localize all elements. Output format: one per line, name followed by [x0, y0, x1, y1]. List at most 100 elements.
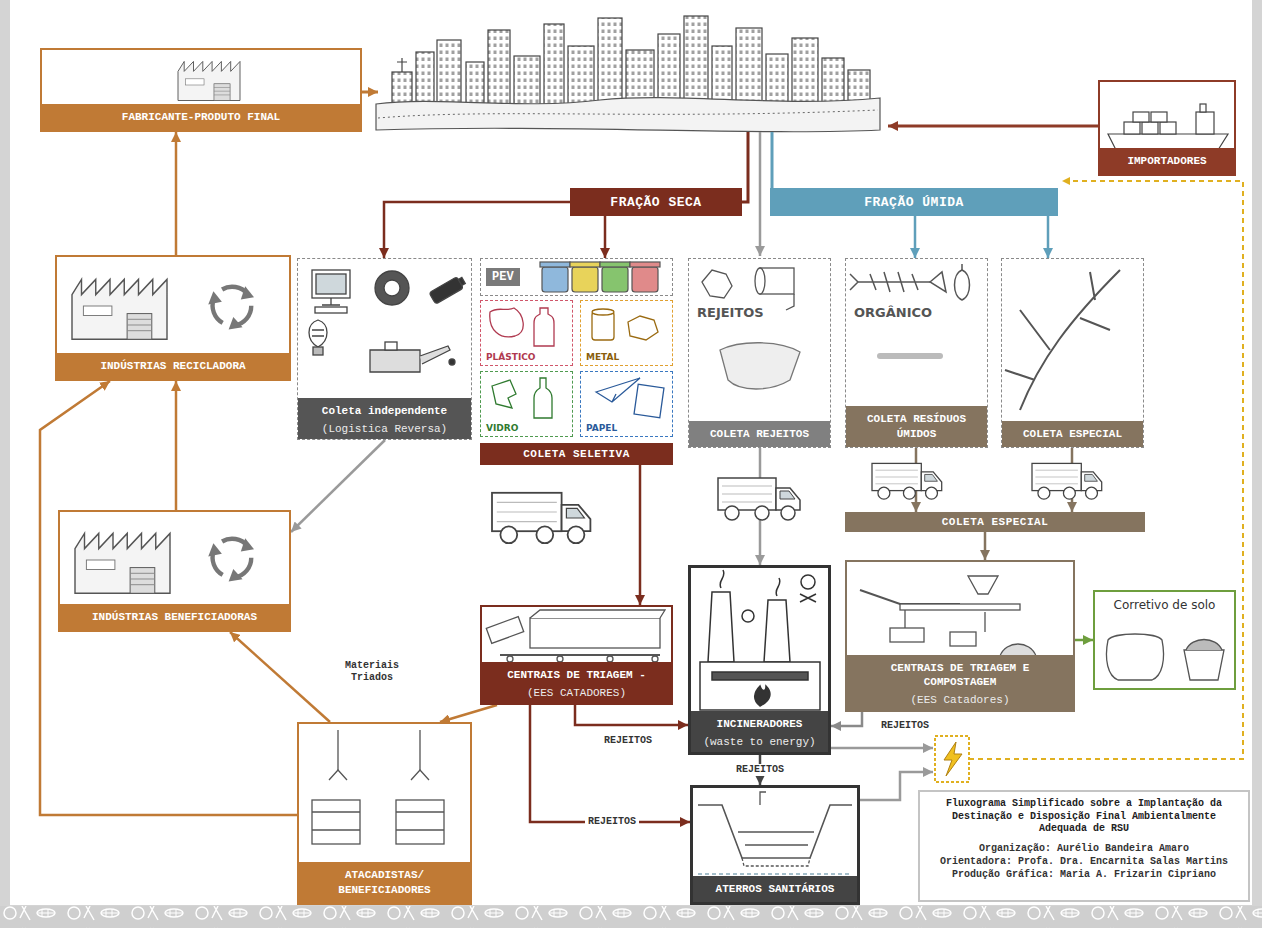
- band-label: FRAÇÃO SECA: [604, 193, 707, 212]
- soil-product-box: Corretivo de solo: [1093, 590, 1236, 690]
- flow-arrow: [440, 705, 497, 722]
- drop-off-box: PEV: [480, 258, 673, 296]
- tag-label: PEV: [486, 268, 520, 286]
- box-subtitle: (Logistica Reversa): [301, 422, 468, 436]
- composting-center-box: CENTRAIS DE TRIAGEM E COMPOSTAGEM(EES Ca…: [845, 560, 1075, 712]
- label-bar: COLETA ESPECIAL: [1002, 421, 1143, 447]
- incinerator-plant: [801, 575, 815, 589]
- organic-sketch: [930, 272, 946, 292]
- material-sketch: [534, 308, 554, 346]
- box-title: Coleta independente: [301, 401, 468, 421]
- importer-box: IMPORTADORES: [1098, 80, 1236, 176]
- box-title: ATERROS SANITÁRIOS: [696, 879, 854, 899]
- label-bar: INDÚSTRIAS BENEFICIADORAS: [60, 604, 289, 630]
- box-title: CENTRAIS DE TRIAGEM E COMPOSTAGEM: [850, 658, 1070, 693]
- processing-industry-box: INDÚSTRIAS BENEFICIADORAS: [58, 510, 291, 632]
- box-title: INDÚSTRIAS RECICLADORA: [60, 356, 286, 376]
- material-sketch: [492, 380, 516, 408]
- flow-arrow: [575, 705, 688, 725]
- flow-arrow: [230, 632, 330, 722]
- material-box: VIDRO: [480, 371, 573, 437]
- city-skyline: [568, 46, 594, 106]
- sorting-plant: [652, 656, 658, 662]
- material-sketch: [490, 308, 664, 418]
- recycling-bins: [540, 262, 570, 267]
- flow-label: REJEITOS: [585, 816, 639, 828]
- compost-plant: [900, 604, 1020, 610]
- flow-label: Materiais Triados: [329, 660, 415, 684]
- wholesaler-box: ATACADISTAS/ BENEFICIADORES: [297, 722, 472, 905]
- incinerator-plant: [755, 686, 770, 706]
- e-waste-icons: [322, 298, 340, 305]
- e-waste-icons: [313, 347, 323, 355]
- energy-symbol: [944, 742, 962, 776]
- branch-sketch: [1005, 270, 1120, 410]
- e-waste-icons: [449, 359, 455, 365]
- label-bar: COLETA RESÍDUOS ÚMIDOS: [846, 406, 987, 447]
- recycling-bins: [630, 262, 660, 267]
- incinerator-plant: [700, 570, 820, 710]
- landfill-section: [738, 832, 814, 845]
- label-bar: CENTRAIS DE TRIAGEM E COMPOSTAGEM(EES Ca…: [847, 655, 1073, 710]
- page-sheet: [10, 0, 1252, 905]
- e-waste-icons: [429, 275, 467, 304]
- material-sketch: [628, 316, 658, 340]
- label-bar: INCINERADORES(waste to energy): [691, 711, 828, 752]
- waste-sketch: [702, 268, 800, 389]
- collection-truck: [872, 463, 942, 499]
- credits-line: Produção Gráfica: Maria A. Frizarin Cipr…: [926, 868, 1242, 881]
- flow-arrow: [175, 381, 178, 510]
- band-label: COLETA SELETIVA: [517, 446, 636, 462]
- cargo-ship: [1124, 122, 1140, 134]
- material-sketch: [490, 308, 523, 337]
- city-skyline: [766, 54, 788, 106]
- material-label: METAL: [581, 350, 672, 365]
- city-skyline: [392, 72, 412, 106]
- city-skyline: [392, 16, 870, 106]
- e-waste-icons: [375, 271, 409, 305]
- landfill-section: [698, 792, 852, 874]
- waste-sketch: [755, 268, 765, 294]
- material-sketch: [592, 312, 614, 340]
- flow-label: REJEITOS: [601, 735, 655, 747]
- compost-plant: [860, 590, 960, 604]
- energy-symbol: [935, 736, 969, 782]
- incinerator-plant: [708, 592, 734, 662]
- material-box: PLÁSTICO: [480, 300, 573, 366]
- label-bar: ATERROS SANITÁRIOS: [693, 876, 857, 902]
- credits-line: Organização: Aurélio Bandeira Amaro: [926, 842, 1242, 855]
- landfill-box: ATERROS SANITÁRIOS: [690, 785, 860, 905]
- incinerator-plant: [764, 600, 790, 662]
- flow-arrow-sketch: [759, 132, 762, 256]
- e-waste-icons: [312, 270, 350, 298]
- box-title: COLETA RESÍDUOS ÚMIDOS: [849, 409, 984, 444]
- label-bar: Coleta independente(Logistica Reversa): [298, 398, 471, 439]
- recycling-bins: [572, 267, 598, 292]
- flow-label: REJEITOS: [878, 720, 932, 732]
- e-waste-icons: [309, 270, 467, 372]
- e-waste-icons: [370, 350, 420, 372]
- wholesale-bales: [329, 770, 429, 780]
- material-label: VIDRO: [481, 421, 572, 436]
- city-skyline: [544, 24, 564, 106]
- recycling-bins: [632, 267, 658, 292]
- city-skyline: [598, 18, 622, 106]
- label-bar: COLETA REJEITOS: [689, 421, 830, 447]
- credits-title: Fluxograma Simplificado sobre a Implanta…: [926, 798, 1242, 836]
- organic-sketch: [955, 270, 970, 300]
- recycling-bins: [570, 262, 600, 267]
- flow-arrow: [914, 216, 917, 258]
- sorting-plant: [507, 656, 513, 662]
- box-title: INDÚSTRIAS BENEFICIADORAS: [63, 607, 286, 627]
- city-skyline: [684, 16, 708, 106]
- sorting-plant: [557, 656, 563, 662]
- organic-box: ORGÂNICOCOLETA RESÍDUOS ÚMIDOS: [845, 258, 988, 448]
- incinerator-plant: [742, 610, 754, 622]
- waste-sketch: [702, 270, 732, 298]
- flow-arrow: [984, 532, 987, 560]
- collection-truck: [492, 493, 590, 543]
- flow-arrow: [384, 202, 570, 258]
- box-title: COLETA REJEITOS: [692, 424, 827, 444]
